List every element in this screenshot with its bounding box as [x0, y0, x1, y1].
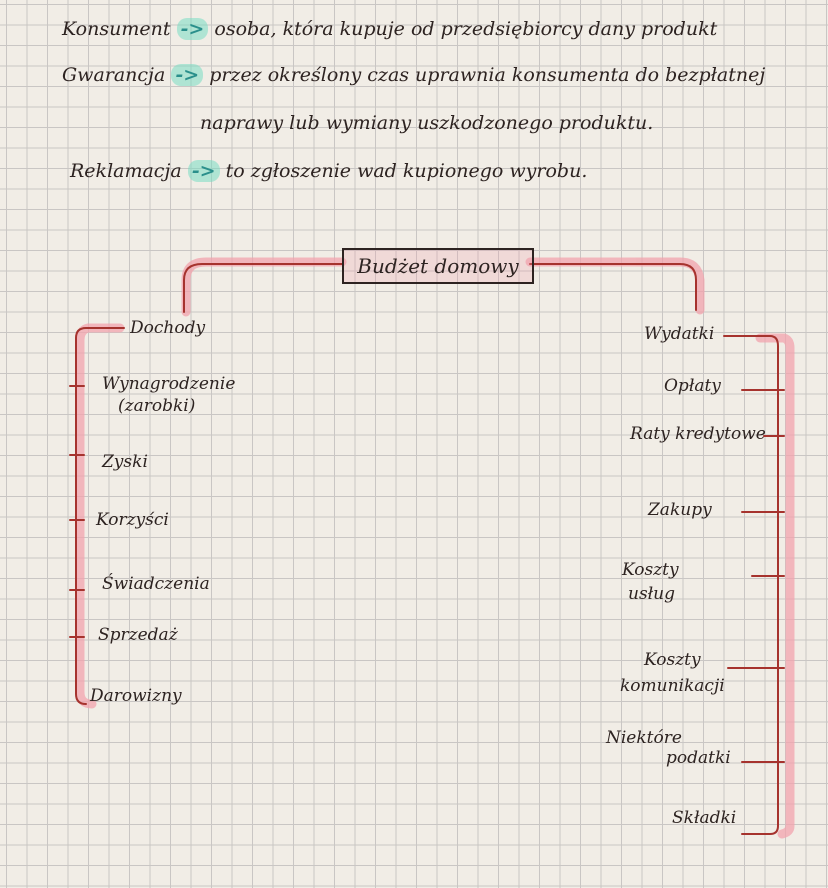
left-header: Dochody [130, 318, 206, 338]
arrow-icon: -> [176, 18, 209, 40]
definition-text: osoba, która kupuje od przedsiębiorcy da… [214, 18, 718, 40]
right-item-niektore: Niektóre [606, 728, 682, 748]
arrow-icon: -> [187, 160, 220, 182]
definition-text: to zgłoszenie wad kupionego wyrobu. [225, 160, 588, 182]
right-item-oplaty: Opłaty [664, 376, 721, 396]
term-konsument: Konsument [62, 18, 171, 40]
right-item-raty: Raty kredytowe [630, 424, 766, 444]
left-item-wynagrodzenie: Wynagrodzenie [102, 374, 236, 394]
left-item-zyski: Zyski [102, 452, 148, 472]
right-item-uslug: usług [628, 584, 676, 604]
arrow-icon: -> [171, 64, 204, 86]
definition-reklamacja: Reklamacja -> to zgłoszenie wad kupioneg… [70, 160, 587, 182]
right-item-skladki: Składki [672, 808, 737, 828]
left-item-zarobki: (zarobki) [118, 396, 196, 416]
right-item-koszty: Koszty [622, 560, 679, 580]
term-reklamacja: Reklamacja [70, 160, 182, 182]
definition-text: naprawy lub wymiany uszkodzonego produkt… [200, 112, 654, 134]
definition-gwarancja-cont: naprawy lub wymiany uszkodzonego produkt… [200, 112, 653, 134]
right-item-komunikacji: komunikacji [620, 676, 725, 696]
left-item-sprzedaz: Sprzedaż [98, 625, 178, 645]
right-item-podatki: podatki [666, 748, 731, 768]
left-item-darowizny: Darowizny [90, 686, 182, 706]
left-item-korzysci: Korzyści [96, 510, 169, 530]
definition-gwarancja: Gwarancja -> przez określony czas uprawn… [62, 64, 765, 86]
right-item-zakupy: Zakupy [648, 500, 712, 520]
term-gwarancja: Gwarancja [62, 64, 166, 86]
right-header: Wydatki [644, 324, 715, 344]
left-item-swiadczenia: Świadczenia [102, 574, 210, 594]
diagram-title: Budżet domowy [342, 248, 534, 284]
definition-konsument: Konsument -> osoba, która kupuje od prze… [62, 18, 717, 40]
right-item-koszty-2: Koszty [644, 650, 701, 670]
definition-text: przez określony czas uprawnia konsumenta… [209, 64, 766, 86]
